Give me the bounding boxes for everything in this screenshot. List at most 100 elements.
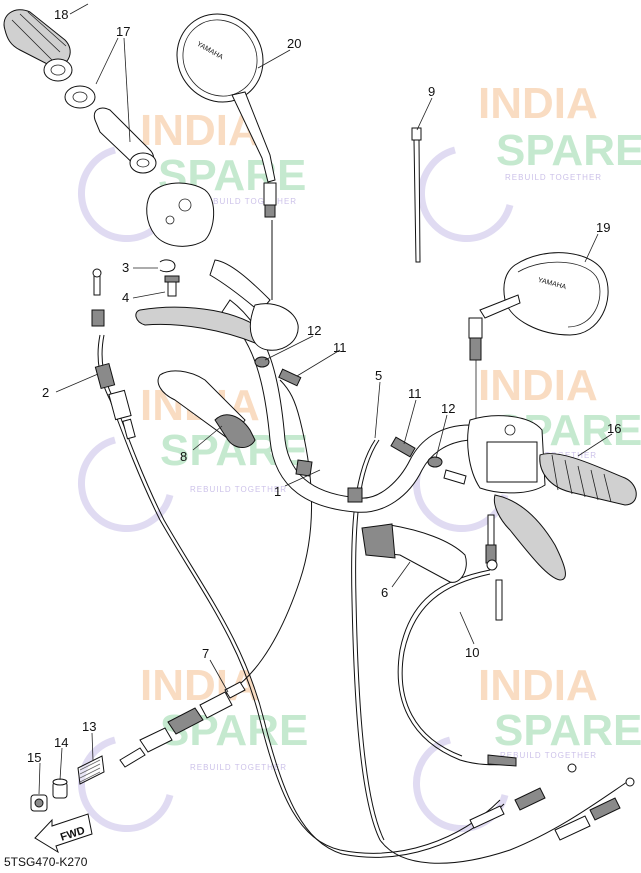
part-label-14: 14 — [54, 735, 68, 750]
leader-lines — [38, 3, 613, 795]
cable-sleeve — [122, 418, 136, 440]
mirror-rim — [517, 261, 601, 328]
mirror-19: YAMAHA — [468, 252, 609, 420]
clutch-lever — [135, 306, 261, 346]
lever-cover-8 — [157, 370, 256, 448]
mirror-rim — [182, 19, 258, 97]
cable-rod — [495, 579, 503, 621]
watermark-5: INDIA SPARE REBUILD TOGETHER — [78, 661, 308, 832]
part-label-12-right: 12 — [441, 401, 455, 416]
part-labels: 18 17 20 9 19 3 4 12 11 2 5 11 12 16 8 1… — [27, 7, 621, 765]
watermark-tagline: REBUILD TOGETHER — [505, 173, 602, 182]
mirror-bolt — [468, 317, 483, 339]
clutch-lever-holder — [250, 303, 299, 351]
cable-5 — [351, 439, 631, 864]
spring-body — [77, 755, 105, 785]
grip-rubber — [3, 9, 71, 69]
grip-sleeve-end — [129, 152, 157, 174]
brake-lever — [493, 494, 566, 581]
throttle-grip — [539, 453, 637, 506]
circlip — [159, 259, 176, 273]
lever-cover-6 — [361, 523, 467, 583]
cable-tie-head — [411, 127, 422, 141]
part-label-10: 10 — [465, 645, 479, 660]
part-label-8: 8 — [180, 449, 187, 464]
part-label-4: 4 — [122, 290, 129, 305]
part-label-11-left: 11 — [333, 340, 347, 355]
left-switch-housing — [146, 182, 215, 247]
cable-end-fitting — [554, 815, 591, 841]
cable-boot — [108, 389, 132, 421]
watermark-line1: INDIA — [478, 361, 598, 410]
cable-adjuster — [390, 436, 416, 458]
mirror-nut — [469, 337, 482, 361]
cable-ferrule — [199, 691, 233, 719]
watermark-logo-icon — [78, 436, 174, 532]
cable-tie-strap — [413, 139, 421, 263]
cable-10-fittings — [485, 514, 517, 767]
part-label-3: 3 — [122, 260, 129, 275]
cable-end-ball — [92, 268, 102, 278]
cable-adjuster — [94, 362, 116, 390]
fwd-arrow-icon — [34, 813, 93, 854]
left-grip-18 — [3, 9, 73, 82]
washer-hole — [72, 91, 88, 103]
throttle-grip-pattern — [551, 454, 612, 503]
part-label-11-right: 11 — [408, 386, 422, 401]
nut-12-right — [427, 456, 467, 485]
watermark-line2: SPARE — [494, 706, 641, 755]
watermark-tagline: REBUILD TOGETHER — [200, 197, 297, 206]
adjuster-11-left — [278, 368, 302, 387]
watermark-1: INDIA SPARE REBUILD TOGETHER — [78, 106, 306, 242]
handlebar-band — [347, 487, 363, 503]
watermark-tagline: REBUILD TOGETHER — [190, 763, 287, 772]
part-label-6: 6 — [381, 585, 388, 600]
right-switch-assembly — [467, 415, 637, 581]
grip-sleeve-hole — [136, 158, 150, 168]
part-label-17: 17 — [116, 24, 130, 39]
nut-12-left — [254, 356, 270, 368]
bolt-4 — [164, 275, 180, 297]
throttle-body — [486, 441, 538, 483]
mirror-stem — [231, 91, 276, 183]
watermark-line1: INDIA — [140, 106, 260, 155]
lever-cover-boot — [214, 414, 256, 448]
cable-ferrule — [91, 309, 105, 327]
lever-cover-boot — [361, 523, 396, 559]
washer — [64, 85, 96, 109]
mirror-head — [503, 252, 609, 336]
collar-hole — [34, 798, 44, 808]
mirror-stem — [479, 294, 521, 319]
part-label-5: 5 — [375, 368, 382, 383]
part-label-15: 15 — [27, 750, 41, 765]
part-label-2: 2 — [42, 385, 49, 400]
grip-end-hole — [50, 64, 66, 76]
part-label-12-left: 12 — [307, 323, 321, 338]
cable-adjuster — [514, 787, 546, 811]
lower-cable-ends — [469, 763, 635, 841]
part-label-9: 9 — [428, 84, 435, 99]
diagram-code: 5TSG470-K270 — [4, 855, 88, 869]
cable-tie-9 — [411, 127, 422, 263]
watermark-tagline: REBUILD TOGETHER — [500, 751, 597, 760]
watermark-2: INDIA SPARE REBUILD TOGETHER — [418, 79, 641, 242]
cable-ring — [625, 777, 635, 787]
cable-7-assembly — [119, 681, 246, 768]
part-label-20: 20 — [287, 36, 301, 51]
watermark-line1: INDIA — [478, 661, 598, 710]
locknut — [427, 456, 443, 468]
cable-5-outer — [355, 439, 385, 841]
watermark-logo-icon — [418, 146, 514, 242]
cable-2-fittings — [91, 268, 136, 440]
grip-pattern — [11, 11, 67, 61]
cable-sleeve — [224, 681, 246, 699]
cable-adjuster — [139, 727, 173, 753]
mirror-nut — [264, 204, 276, 218]
handlebar-band — [295, 459, 313, 477]
cable-10 — [397, 569, 516, 766]
cable-end-fitting — [469, 805, 505, 829]
collar-15 — [30, 794, 48, 812]
cable-7 — [209, 379, 312, 701]
cable-adjuster — [278, 368, 302, 387]
mirror-bolt — [263, 182, 277, 206]
